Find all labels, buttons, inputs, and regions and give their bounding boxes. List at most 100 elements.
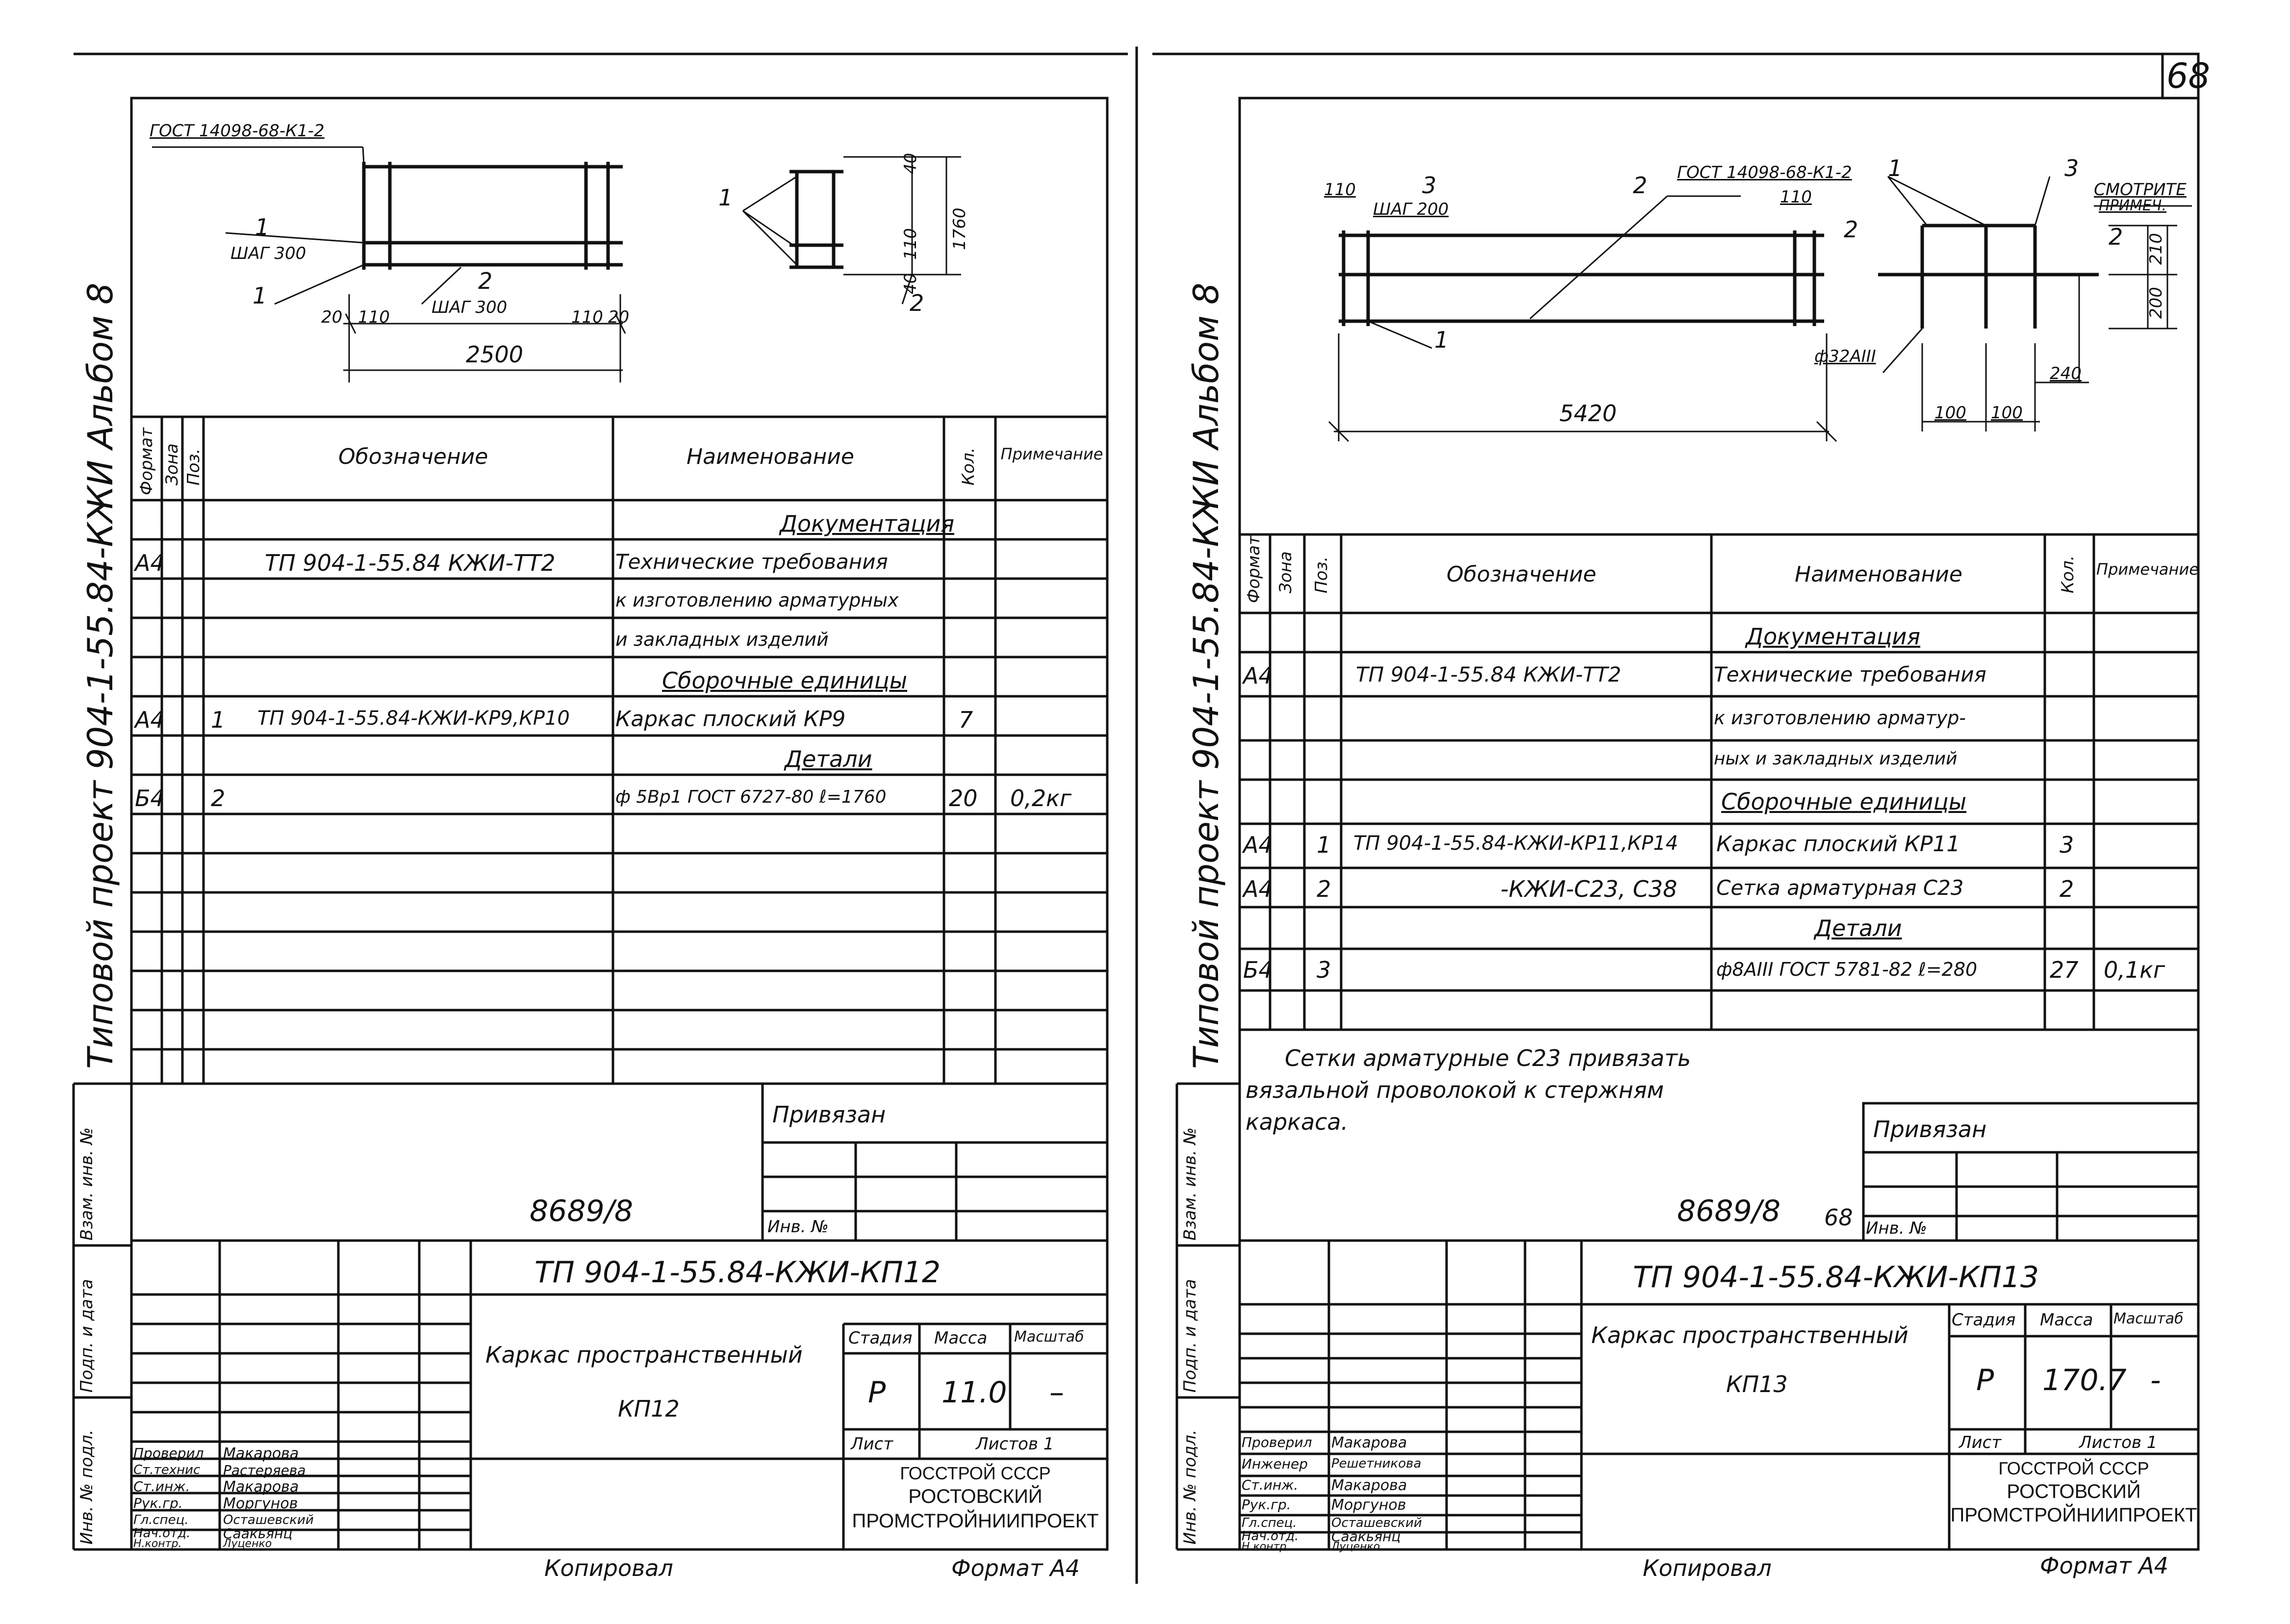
right-bar-label: ф32АIII: [1814, 347, 1876, 366]
left-row-5-qty: 7: [959, 707, 973, 733]
right-hdr-zone: Зона: [1276, 551, 1296, 593]
right-hdr-qty: Кол.: [2058, 555, 2078, 593]
right-dim-100b: 100: [1991, 403, 2023, 423]
left-signer-0-role: Проверил: [133, 1445, 204, 1461]
left-dim-v1760: 1760: [950, 207, 969, 250]
left-row-1-code: ТП 904-1-55.84 КЖИ-ТТ2: [265, 550, 556, 576]
right-row-1-code: ТП 904-1-55.84 КЖИ-ТТ2: [1356, 662, 1622, 686]
left-sheets-label: Листов 1: [976, 1434, 1054, 1454]
right-hdr-note: Примечание: [2096, 560, 2199, 579]
left-signer-1-name: Растеряева: [223, 1462, 306, 1478]
right-note-line-2: каркаса.: [1246, 1109, 1349, 1135]
right-pos-e2a: 2: [1844, 216, 1858, 243]
right-pos-1: 1: [1888, 155, 1903, 181]
left-row-1-fmt: А4: [135, 550, 165, 576]
right-pos-3b: 3: [2064, 155, 2079, 181]
right-signer-4-name: Осташевский: [1331, 1516, 1422, 1530]
right-signer-3-role: Рук.гр.: [1242, 1497, 1291, 1513]
right-hdr-format: Формат: [1244, 535, 1264, 603]
right-signer-1-name: Решетникова: [1331, 1456, 1422, 1471]
page-number: 68: [2166, 56, 2211, 96]
right-row-2-name: к изготовлению арматур-: [1714, 707, 1966, 729]
left-row-7-name: ф 5Вр1 ГОСТ 6727-80 ℓ=1760: [615, 787, 887, 807]
left-pos-label-2: 2: [478, 268, 493, 294]
left-row-5-pos: 1: [211, 707, 226, 733]
left-hdr-qty: Кол.: [959, 447, 978, 485]
left-dim-110a: 110: [358, 307, 390, 327]
left-signer-3-role: Рук.гр.: [133, 1495, 183, 1511]
left-copied: Копировал: [544, 1555, 673, 1581]
left-row-0-name: Документация: [780, 510, 955, 537]
left-scale-label: Масштаб: [1014, 1328, 1084, 1345]
left-side-title: Типовой проект 904-1-55.84-КЖИ Альбом 8: [80, 282, 121, 1069]
right-signer-0-role: Проверил: [1242, 1434, 1312, 1450]
left-signer-5-role: Нач.отд.: [133, 1526, 191, 1541]
right-dim-110b: 110: [1780, 187, 1812, 207]
right-row-5-fmt: А4: [1243, 832, 1273, 858]
left-pos-label-1: 1: [255, 214, 270, 240]
left-dim-v110: 110: [901, 228, 920, 260]
right-step: ШАГ 200: [1373, 200, 1449, 219]
left-org-2: РОСТОВСКИЙ: [908, 1486, 1043, 1507]
right-signer-6-name: Луценко: [1331, 1541, 1380, 1553]
right-mass: 170.7: [2042, 1363, 2127, 1397]
left-inv-label: Инв. №: [767, 1217, 829, 1237]
left-row-6-name: Детали: [785, 746, 872, 772]
left-row-7-note: 0,2кг: [1010, 785, 1072, 812]
right-row-8-pos: 3: [1317, 957, 1331, 983]
left-dim-20b: 20: [608, 307, 630, 327]
right-row-6-code: -КЖИ-С23, С38: [1501, 876, 1678, 902]
right-stage-label: Стадия: [1952, 1310, 2016, 1330]
left-step1-label: ШАГ 300: [230, 244, 306, 263]
left-format: Формат А4: [951, 1555, 1080, 1581]
right-hdr-name: Наименование: [1795, 562, 1962, 587]
right-pos-e2b: 2: [2109, 224, 2123, 250]
right-scale: -: [2150, 1363, 2161, 1397]
right-row-8-qty: 27: [2050, 957, 2079, 983]
right-dim-5420: 5420: [1559, 400, 1617, 427]
left-signer-1-role: Ст.технис: [133, 1463, 201, 1477]
right-sheet-label: Лист: [1959, 1433, 2002, 1452]
left-step2-label: ШАГ 300: [432, 298, 508, 317]
right-row-5-qty: 3: [2060, 832, 2074, 858]
right-pos-2: 2: [1633, 172, 1648, 199]
right-row-8-fmt: Б4: [1243, 957, 1273, 983]
right-gost: ГОСТ 14098-68-К1-2: [1677, 163, 1852, 182]
left-signer-2-name: Макарова: [223, 1478, 299, 1496]
right-row-4-name: Сборочные единицы: [1721, 788, 1967, 815]
left-hdr-pos: Поз.: [184, 448, 204, 485]
right-row-3-name: ных и закладных изделий: [1714, 749, 1958, 769]
left-stamp-sign: Подп. и дата: [77, 1279, 97, 1393]
right-signer-0-name: Макарова: [1331, 1434, 1407, 1451]
right-scale-label: Масштаб: [2113, 1310, 2184, 1327]
left-signer-6-name: Луценко: [223, 1538, 272, 1550]
left-order-no: 8689/8: [530, 1194, 634, 1228]
right-note-line-0: Сетки арматурные С23 привязать: [1285, 1045, 1691, 1071]
right-row-6-fmt: А4: [1243, 876, 1273, 902]
left-hdr-zone: Зона: [162, 443, 182, 485]
left-row-5-code: ТП 904-1-55.84-КЖИ-КР9,КР10: [257, 707, 570, 730]
right-row-5-code: ТП 904-1-55.84-КЖИ-КР11,КР14: [1353, 832, 1679, 855]
right-see-note-2: ПРИМЕЧ.: [2099, 197, 2167, 214]
left-dim-20a: 20: [321, 307, 343, 327]
right-row-8-name: ф8АIII ГОСТ 5781-82 ℓ=280: [1716, 959, 1978, 980]
right-org-3: ПРОМСТРОЙНИИПРОЕКТ: [1950, 1504, 2197, 1526]
right-signer-6-role: Н.контр.: [1242, 1541, 1290, 1553]
left-hdr-designation: Обозначение: [338, 444, 488, 469]
right-row-0-name: Документация: [1746, 623, 1921, 650]
left-signer-0-name: Макарова: [223, 1445, 299, 1462]
left-pos-label-1b: 1: [253, 282, 267, 309]
left-row-4-name: Сборочные единицы: [662, 667, 908, 694]
left-scale: –: [1049, 1375, 1064, 1410]
left-row-5-fmt: А4: [135, 707, 165, 733]
right-org-2: РОСТОВСКИЙ: [2007, 1481, 2141, 1502]
right-copied: Копировал: [1643, 1555, 1772, 1581]
left-signer-2-role: Ст.инж.: [133, 1478, 190, 1495]
right-row-1-name: Технические требования: [1714, 662, 1986, 686]
right-order-sheet: 68: [1824, 1204, 1853, 1231]
left-doc-code: ТП 904-1-55.84-КЖИ-КП12: [534, 1255, 941, 1290]
right-row-7-name: Детали: [1814, 915, 1902, 941]
left-sheet-label: Лист: [851, 1434, 893, 1454]
left-side-pos-2: 2: [910, 290, 924, 316]
